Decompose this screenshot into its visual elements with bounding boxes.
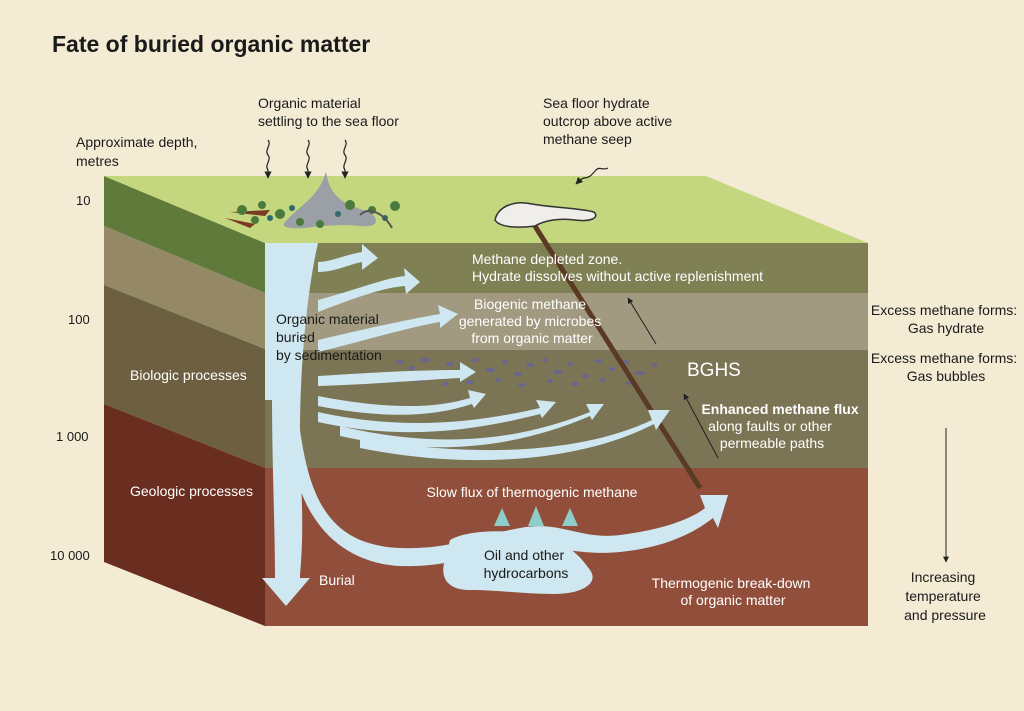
- page-title: Fate of buried organic matter: [52, 31, 370, 57]
- fault-line: [525, 213, 703, 490]
- burial-label: Burial: [319, 572, 355, 588]
- organic-debris-icon: [225, 172, 400, 229]
- flow-arrows: [262, 243, 728, 606]
- biologic-processes-label: Biologic processes: [130, 367, 247, 383]
- depth-tick-1000: 1 000: [56, 429, 89, 444]
- gas-hydrate-label: Excess methane forms: Gas hydrate: [871, 302, 1021, 336]
- thermogenic-breakdown-label: Thermogenic break-down of organic matter: [652, 575, 815, 608]
- enhanced-flux-label: Enhanced methane flux along faults or ot…: [701, 401, 862, 451]
- methane-depleted-label: Methane depleted zone. Hydrate dissolves…: [472, 251, 763, 284]
- depth-axis-caption: Approximate depth, metres: [76, 134, 201, 169]
- organic-buried-label: Organic material buried by sedimentation: [276, 311, 383, 363]
- increasing-temp-pressure-label: Increasing temperature and pressure: [904, 569, 986, 623]
- bghs-label: BGHS: [687, 360, 741, 381]
- hydrate-outcrop-label: Sea floor hydrate outcrop above active m…: [543, 95, 676, 147]
- hydrate-outcrop-icon: [494, 202, 597, 228]
- thermogenic-flux-markers: [494, 506, 578, 526]
- depth-tick-10000: 10 000: [50, 548, 90, 563]
- gas-bubbles-label: Excess methane forms: Gas bubbles: [871, 350, 1021, 384]
- layer-gas-hydrate: [265, 293, 868, 350]
- oil-hydrocarbons-label: Oil and other hydrocarbons: [484, 547, 569, 581]
- settling-arrows: [264, 139, 609, 185]
- slow-flux-label: Slow flux of thermogenic methane: [427, 484, 638, 500]
- depth-tick-10: 10: [76, 193, 90, 208]
- biogenic-methane-label: Biogenic methane generated by microbes f…: [459, 296, 605, 346]
- organic-settling-label: Organic material settling to the sea flo…: [258, 95, 399, 129]
- geologic-processes-label: Geologic processes: [130, 483, 253, 499]
- depth-tick-100: 100: [68, 312, 90, 327]
- block-left-face: [104, 176, 265, 626]
- upward-arrow-hydrate: [627, 297, 657, 345]
- upward-arrow-flux: [683, 393, 719, 459]
